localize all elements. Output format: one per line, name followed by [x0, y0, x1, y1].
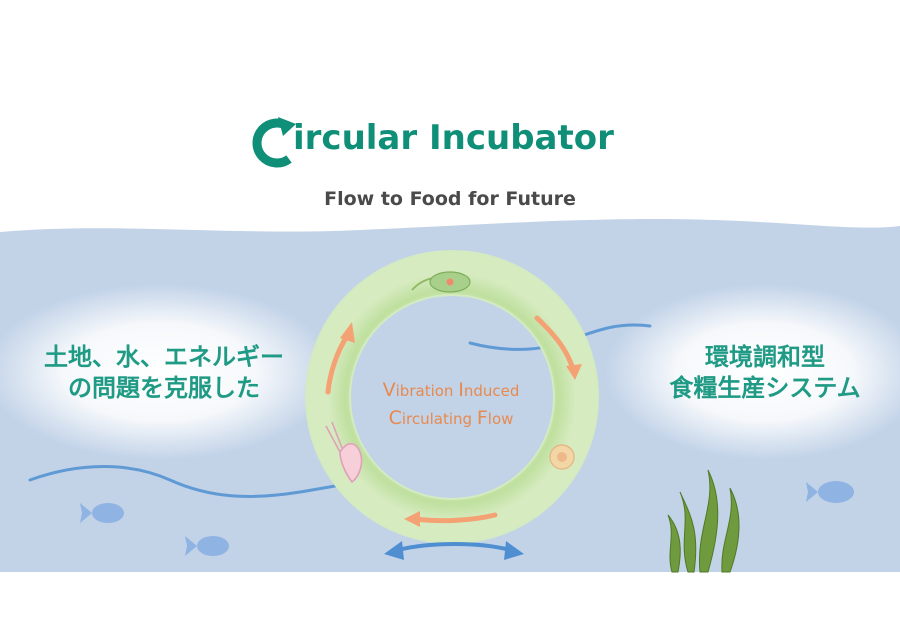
- ring-caption-induced: nduced: [463, 382, 520, 400]
- ring-caption-flow: low: [487, 410, 514, 428]
- right-caption: 環境調和型 食糧生産システム: [640, 342, 890, 404]
- euglena-icon: [411, 271, 471, 293]
- circular-arrow-logo-icon: [252, 117, 296, 168]
- flow-arrow-left-icon: [325, 322, 355, 395]
- current-line-left: [28, 465, 380, 498]
- ring-caption-initial-i: I: [458, 379, 464, 401]
- ring-caption-circulating: irculating: [401, 410, 477, 428]
- ring-caption-line1: Vibration Induced: [338, 376, 564, 405]
- fish-icon-left: [80, 503, 124, 523]
- ring-caption-initial-c: C: [388, 407, 402, 429]
- seaweed-icon: [667, 469, 740, 573]
- cell-icon: [549, 444, 575, 470]
- ring-caption-vibration: ibration: [395, 382, 459, 400]
- fish-icon-right: [806, 481, 854, 503]
- ring-caption-initial-v: V: [382, 379, 396, 401]
- flow-arrow-right-icon: [534, 315, 582, 380]
- tagline: Flow to Food for Future: [324, 188, 576, 210]
- ring-caption-line2: Circulating Flow: [338, 404, 564, 433]
- right-caption-line1: 環境調和型: [705, 343, 825, 371]
- ring-caption-initial-f: F: [476, 407, 488, 429]
- left-glow: [0, 284, 335, 460]
- left-caption: 土地、水、エネルギー の問題を克服した: [18, 342, 310, 404]
- flow-arrow-bottom-icon: [404, 511, 498, 527]
- shrimp-icon: [325, 421, 363, 484]
- incubator-ring-outline-inner: [349, 294, 555, 500]
- right-glow: [605, 284, 900, 460]
- right-caption-line2: 食糧生産システム: [669, 374, 861, 402]
- left-caption-line1: 土地、水、エネルギー: [44, 343, 284, 371]
- fish-icon-left-lower: [185, 536, 229, 556]
- left-caption-line2: の問題を克服した: [68, 374, 260, 402]
- logo-wordmark: ircular Incubator: [293, 118, 614, 158]
- vibration-arrow-icon: [384, 541, 524, 560]
